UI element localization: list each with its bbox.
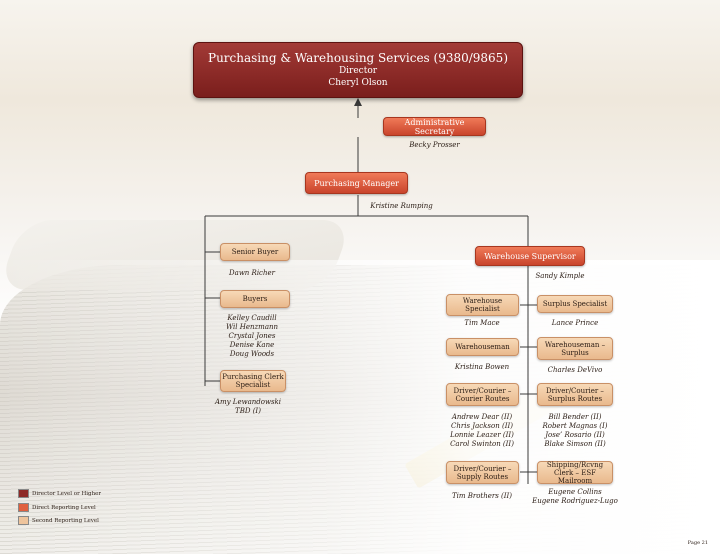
- buyers-box: Buyers: [220, 290, 290, 308]
- warehouse-specialist-box: Warehouse Specialist: [446, 294, 519, 316]
- supply-routes-title-1: Driver/Courier –: [453, 464, 512, 473]
- shipping-clerk-title-1: Shipping/Rcvng: [546, 460, 604, 469]
- legend-swatch-director: [18, 489, 29, 498]
- admin-secretary-title: Administrative Secretary: [404, 117, 465, 136]
- surplus-route-name: Bill Bender (II): [548, 413, 602, 421]
- warehouseman-title: Warehouseman: [455, 343, 510, 351]
- legend-item: Second Reporting Level: [18, 516, 99, 525]
- courier-name: Carol Swinton (II): [450, 440, 514, 448]
- warehouseman-surplus-box: Warehouseman – Surplus: [537, 337, 613, 360]
- buyers-title: Buyers: [242, 295, 268, 303]
- senior-buyer-name: Dawn Richer: [229, 269, 275, 277]
- legend-item: Direct Reporting Level: [18, 503, 96, 512]
- courier-name: Andrew Dear (II): [451, 413, 513, 421]
- shipping-clerk-name: Eugene Rodriguez-Lugo: [532, 497, 618, 505]
- clerk-name: TBD (I): [235, 407, 261, 415]
- surplus-route-name: Jose’ Rosario (II): [545, 431, 605, 439]
- courier-name: Chris Jackson (II): [451, 422, 513, 430]
- buyers-names: Kelley Caudill Wil Henzmann Crystal Jone…: [212, 314, 292, 359]
- warehouse-specialist-title-2: Specialist: [465, 305, 500, 313]
- page-number: Page 21: [687, 540, 708, 546]
- senior-buyer-box: Senior Buyer: [220, 243, 290, 261]
- supply-routes-name: Tim Brothers (II): [451, 492, 513, 500]
- purchasing-manager-title: Purchasing Manager: [314, 178, 399, 188]
- surplus-routes-title-2: Surplus Routes: [547, 394, 603, 403]
- surplus-routes-names: Bill Bender (II) Robert Magnas (I) Jose’…: [535, 413, 615, 449]
- legend-label: Director Level or Higher: [32, 491, 101, 497]
- courier-routes-title-2: Courier Routes: [455, 394, 510, 403]
- warehouseman-name: Kristina Bowen: [454, 363, 510, 371]
- buyer-name: Doug Woods: [229, 350, 275, 358]
- shipping-clerk-name: Eugene Collins: [548, 488, 602, 496]
- director-role: Director: [338, 66, 378, 76]
- courier-name: Lonnie Leazer (II): [450, 431, 514, 439]
- legend-label: Second Reporting Level: [32, 518, 99, 524]
- legend-swatch-second: [18, 516, 29, 525]
- purchasing-clerk-names: Amy Lewandowski TBD (I): [208, 398, 288, 416]
- surplus-routes-box: Driver/Courier – Surplus Routes: [537, 383, 613, 406]
- shipping-clerk-names: Eugene Collins Eugene Rodriguez-Lugo: [530, 488, 620, 506]
- legend-label: Direct Reporting Level: [32, 505, 96, 511]
- warehouseman-surplus-name: Charles DeVivo: [547, 366, 603, 374]
- warehouse-supervisor-name: Sandy Kimple: [535, 272, 585, 280]
- buyer-name: Denise Kane: [229, 341, 275, 349]
- warehouse-supervisor-title: Warehouse Supervisor: [484, 251, 576, 261]
- supply-routes-box: Driver/Courier – Supply Routes: [446, 461, 519, 484]
- surplus-routes-title-1: Driver/Courier –: [546, 386, 604, 395]
- warehouse-specialist-title-1: Warehouse: [462, 297, 503, 305]
- warehouseman-box: Warehouseman: [446, 338, 519, 356]
- purchasing-manager-name: Kristine Rumping: [370, 202, 433, 210]
- courier-routes-title-1: Driver/Courier –: [453, 386, 512, 395]
- director-name: Cheryl Olson: [328, 78, 388, 88]
- director-box: Purchasing & Warehousing Services (9380/…: [193, 42, 523, 98]
- senior-buyer-title: Senior Buyer: [231, 248, 279, 256]
- purchasing-clerk-title-1: Purchasing Clerk: [222, 373, 284, 381]
- purchasing-clerk-title-2: Specialist: [235, 381, 271, 389]
- admin-secretary-name: Becky Prosser: [409, 141, 460, 149]
- admin-secretary-box: Administrative Secretary: [383, 117, 486, 136]
- buyer-name: Wil Henzmann: [225, 323, 279, 331]
- purchasing-clerk-box: Purchasing Clerk Specialist: [220, 370, 286, 392]
- supply-routes-title-2: Supply Routes: [456, 472, 509, 481]
- warehouse-supervisor-box: Warehouse Supervisor: [475, 246, 585, 266]
- warehouseman-surplus-title-2: Surplus: [561, 348, 589, 357]
- clerk-name: Amy Lewandowski: [214, 398, 282, 406]
- surplus-route-name: Blake Simson (II): [544, 440, 606, 448]
- surplus-specialist-box: Surplus Specialist: [537, 295, 613, 313]
- surplus-specialist-name: Lance Prince: [551, 319, 599, 327]
- legend-swatch-direct: [18, 503, 29, 512]
- shipping-clerk-box: Shipping/Rcvng Clerk – ESF Mailroom: [537, 460, 613, 485]
- surplus-specialist-title: Surplus Specialist: [542, 300, 608, 308]
- surplus-route-name: Robert Magnas (I): [542, 422, 608, 430]
- courier-routes-names: Andrew Dear (II) Chris Jackson (II) Lonn…: [442, 413, 522, 449]
- legend-item: Director Level or Higher: [18, 489, 101, 498]
- warehouse-specialist-name: Tim Mace: [464, 319, 500, 327]
- purchasing-manager-box: Purchasing Manager: [305, 172, 408, 194]
- courier-routes-box: Driver/Courier – Courier Routes: [446, 383, 519, 406]
- buyer-name: Kelley Caudill: [227, 314, 277, 322]
- shipping-clerk-title-2: Clerk – ESF Mailroom: [553, 468, 597, 485]
- warehouseman-surplus-title-1: Warehouseman –: [544, 340, 606, 349]
- buyer-name: Crystal Jones: [228, 332, 276, 340]
- director-title: Purchasing & Warehousing Services (9380/…: [208, 51, 508, 65]
